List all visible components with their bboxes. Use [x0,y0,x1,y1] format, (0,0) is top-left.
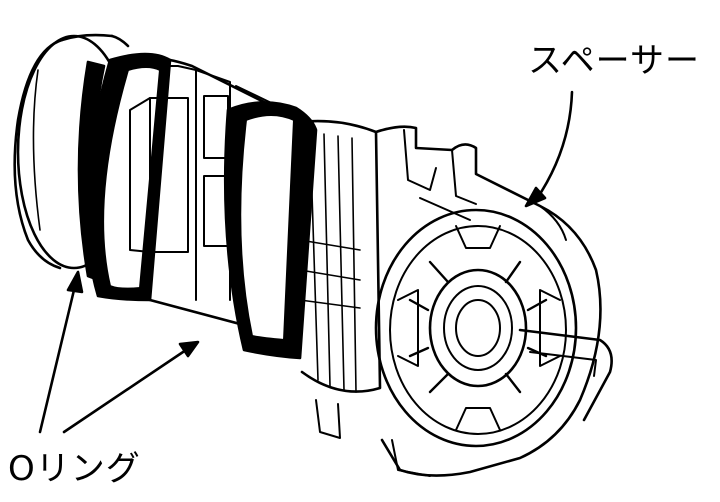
o-ring-middle [223,101,318,360]
underside-tabs [315,399,431,477]
collar [298,119,382,393]
key-tab [518,328,613,422]
o-ring-label: Oリング [8,449,141,489]
front-face [374,208,578,448]
spacer-leader-arrow [524,90,574,208]
o-ring-leader-arrows [38,270,200,434]
o-ring-left [77,52,172,302]
spacer-label: スペーサー [528,41,700,81]
front-housing [374,125,602,477]
